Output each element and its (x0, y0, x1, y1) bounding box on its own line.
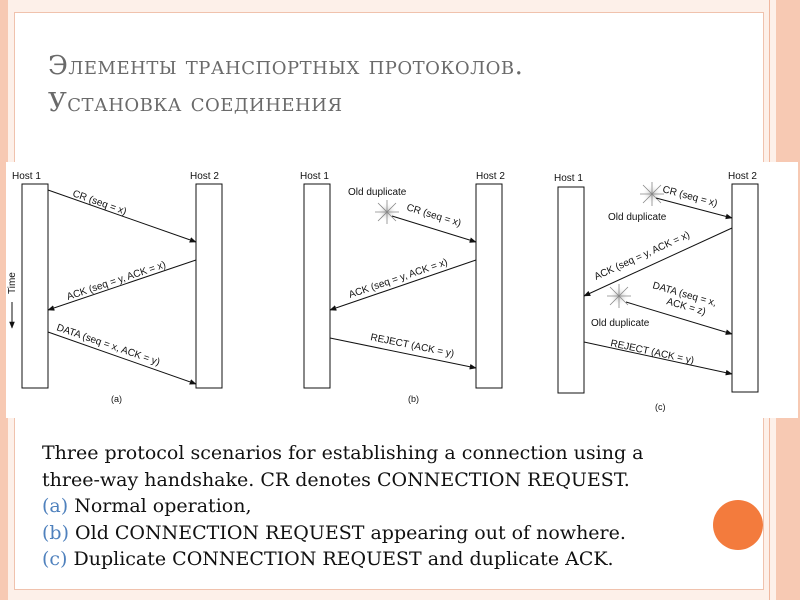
caption-item-b-text: Old CONNECTION REQUEST appearing out of … (69, 521, 626, 544)
slide-title: Элементы транспортных протоколов. Устано… (48, 48, 688, 122)
panel-b-cr-label: CR (seq = x) (405, 202, 462, 229)
caption-item-a: (a) Normal operation, (42, 493, 732, 520)
handshake-figure: Host 1 Host 2 CR (seq = x) ACK (seq = y,… (6, 162, 798, 418)
caption-item-c: (c) Duplicate CONNECTION REQUEST and dup… (42, 546, 732, 573)
caption-line-1: Three protocol scenarios for establishin… (42, 442, 644, 464)
slide-title-line-2: Установка соединения (48, 88, 343, 118)
panel-c-host1-bar (557, 186, 585, 394)
caption-item-c-tag: (c) (42, 548, 68, 570)
panel-c-reject-arrow (583, 341, 733, 376)
panel-b-host2-bar (475, 183, 503, 389)
panel-c-ack-arrow (583, 227, 733, 297)
panel-c-duplicate-burst-icon-1 (640, 182, 664, 206)
decorative-orange-dot (713, 500, 763, 550)
panel-a-host1-label: Host 1 (12, 171, 41, 182)
panel-c-host2-bar (731, 183, 759, 393)
caption-item-a-tag: (a) (42, 495, 69, 517)
panel-c-old-duplicate-label-2: Old duplicate (591, 318, 650, 329)
panel-b-host2-label: Host 2 (476, 171, 505, 182)
panel-c-old-duplicate-label-1: Old duplicate (608, 212, 667, 223)
panel-a-label: (a) (111, 394, 122, 404)
panel-c-host1-label: Host 1 (554, 173, 583, 184)
panel-c-cr-arrow (655, 197, 733, 220)
panel-b-host1-label: Host 1 (300, 171, 329, 182)
panel-c-ack-label: ACK (seq = y, ACK = x) (593, 230, 692, 283)
panel-c: Host 1 Host 2 Old duplicate CR (seq = x)… (554, 171, 759, 412)
panel-c-duplicate-burst-icon-2 (607, 284, 631, 308)
caption-item-a-text: Normal operation, (68, 495, 252, 517)
panel-a-host2-bar (195, 183, 223, 389)
panel-a-host2-label: Host 2 (190, 171, 219, 182)
panel-c-host2-label: Host 2 (728, 171, 757, 182)
panel-a-cr-arrow (47, 189, 197, 243)
caption-line-2: three-way handshake. CR denotes CONNECTI… (42, 468, 630, 491)
panel-b: Host 1 Host 2 Old duplicate CR (seq = x)… (300, 171, 505, 404)
panel-b-label: (b) (408, 394, 419, 404)
panel-a-data-arrow (47, 331, 197, 385)
slide-title-line-1: Элементы транспортных протоколов. (48, 51, 524, 81)
panel-c-reject-label: REJECT (ACK = y) (609, 338, 695, 366)
panel-a: Host 1 Host 2 CR (seq = x) ACK (seq = y,… (7, 171, 223, 404)
time-axis-label: Time (7, 272, 18, 294)
caption-item-c-text: Duplicate CONNECTION REQUEST and duplica… (67, 548, 614, 570)
caption-item-b: (b) Old CONNECTION REQUEST appearing out… (42, 520, 732, 547)
panel-c-label: (c) (655, 402, 666, 412)
handshake-diagram: Host 1 Host 2 CR (seq = x) ACK (seq = y,… (7, 171, 759, 412)
panel-b-old-duplicate-label: Old duplicate (348, 187, 407, 198)
panel-c-data-arrow (625, 301, 733, 335)
panel-a-ack-label: ACK (seq = y, ACK = x) (65, 259, 167, 302)
caption-item-b-tag: (b) (42, 521, 69, 544)
panel-a-data-label: DATA (seq = x, ACK = y) (55, 322, 161, 368)
panel-c-cr-label: CR (seq = x) (661, 184, 718, 209)
left-decorative-stripe (0, 0, 8, 600)
panel-b-ack-label: ACK (seq = y, ACK = x) (347, 257, 449, 301)
panel-a-ack-arrow (47, 259, 197, 311)
panel-a-cr-label: CR (seq = x) (71, 188, 128, 217)
panel-b-host1-bar (303, 183, 331, 389)
slide-caption: Three protocol scenarios for establishin… (42, 440, 732, 573)
panel-a-host1-bar (21, 183, 49, 389)
panel-b-reject-label: REJECT (ACK = y) (369, 332, 455, 360)
panel-b-duplicate-burst-icon (375, 200, 399, 224)
panel-b-ack-arrow (329, 259, 477, 311)
panel-b-reject-arrow (329, 337, 477, 370)
panel-b-cr-arrow (391, 215, 477, 243)
